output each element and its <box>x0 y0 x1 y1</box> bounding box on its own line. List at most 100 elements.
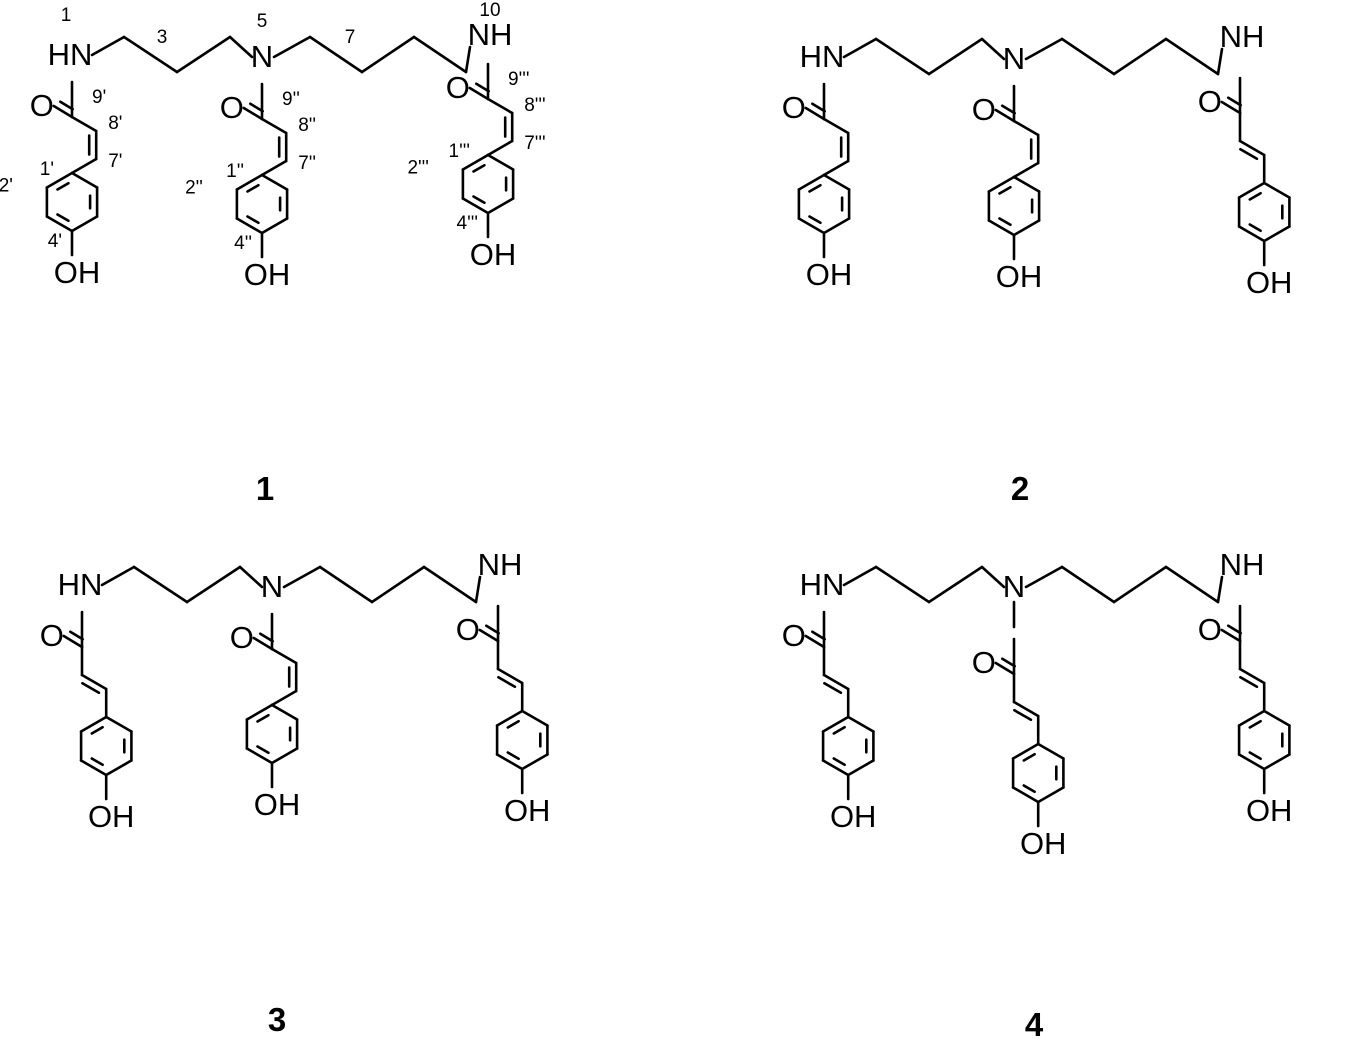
aromatic-inner-bond <box>832 757 846 767</box>
aromatic-ring-bond <box>270 703 299 721</box>
carbonyl-double-bond <box>249 102 265 113</box>
aromatic-ring-bond <box>797 173 826 191</box>
carbonyl-double-bond <box>474 82 491 93</box>
oxygen-label: O <box>1198 84 1222 119</box>
trans-olefin-double-bond <box>1239 675 1259 689</box>
carbonyl-double-bond <box>804 634 826 649</box>
single-bond <box>486 97 514 115</box>
aromatic-inner-bond <box>1022 784 1036 794</box>
oxygen-label: O <box>782 618 806 653</box>
position-number: 5 <box>257 11 268 32</box>
aromatic-inner-bond <box>90 725 104 735</box>
hydroxyl-label: OH <box>504 793 551 828</box>
carbonyl-double-bond <box>478 628 500 643</box>
trans-olefin-double-bond <box>1238 139 1266 157</box>
single-bond <box>1012 161 1040 179</box>
aromatic-ring-bond <box>235 217 264 235</box>
carbonyl-double-bond <box>1000 657 1017 668</box>
position-number: 3 <box>157 27 168 48</box>
aromatic-ring-bond <box>495 753 524 771</box>
carbonyl-double-bond <box>810 102 827 113</box>
propyl-chain-bond <box>874 37 931 76</box>
oxygen-label: O <box>972 92 996 127</box>
butyl-chain-bond <box>308 35 364 74</box>
hydroxyl-label: OH <box>244 257 291 292</box>
butyl-chain-bond <box>1060 37 1116 76</box>
butyl-chain-bond <box>1024 565 1064 589</box>
position-number: 7' <box>108 151 122 172</box>
butyl-chain-bond <box>1216 47 1224 76</box>
aromatic-inner-bond <box>998 217 1012 227</box>
propyl-chain-bond <box>927 565 984 604</box>
butyl-chain-bond <box>370 565 426 604</box>
aromatic-inner-bond <box>472 163 486 173</box>
butyl-chain-bond <box>1164 37 1220 76</box>
propyl-chain-bond <box>228 35 254 59</box>
amine-hn-label: HN <box>800 39 845 74</box>
carbonyl-double-bond <box>242 106 264 121</box>
position-number: 2''' <box>407 158 428 179</box>
carbonyl-double-bond <box>810 630 827 641</box>
aromatic-ring-bond <box>461 153 490 171</box>
amide-nh-label: NH <box>468 17 513 52</box>
hydroxyl-label: OH <box>1246 265 1293 300</box>
aromatic-inner-bond <box>90 757 104 767</box>
butyl-chain-bond <box>318 565 374 604</box>
trans-olefin-double-bond <box>1012 700 1040 718</box>
aromatic-ring-bond <box>1012 219 1041 237</box>
carbonyl-double-bond <box>1220 628 1242 643</box>
position-number: 9'' <box>282 89 300 110</box>
tertiary-amine-label: N <box>1003 569 1025 604</box>
compound-id: 1 <box>256 470 274 507</box>
carbonyl-double-bond <box>52 104 74 119</box>
propyl-chain-bond <box>842 37 878 59</box>
aromatic-inner-bond <box>256 713 270 723</box>
aromatic-ring-bond <box>486 153 515 171</box>
propyl-chain-bond <box>874 565 931 604</box>
single-bond <box>270 689 298 707</box>
trans-olefin-double-bond <box>823 681 843 695</box>
butyl-chain-bond <box>474 575 482 604</box>
aromatic-ring-bond <box>1262 225 1291 243</box>
position-number: 1'' <box>226 161 244 182</box>
hydroxyl-label: OH <box>830 799 877 834</box>
aromatic-ring-bond <box>822 217 851 235</box>
carbonyl-double-bond <box>69 630 84 641</box>
position-number: 1''' <box>449 141 470 162</box>
aromatic-ring-bond <box>520 753 549 771</box>
carbonyl-double-bond <box>804 106 826 121</box>
trans-olefin-double-bond <box>80 673 108 691</box>
butyl-chain-bond <box>1112 37 1168 76</box>
carbonyl-double-bond <box>258 632 275 643</box>
hydroxyl-label: OH <box>1020 826 1067 861</box>
trans-olefin-double-bond <box>497 675 517 689</box>
aromatic-ring-bond <box>70 215 99 233</box>
carbonyl-double-bond <box>1227 96 1242 107</box>
oxygen-label: O <box>446 70 470 105</box>
butyl-chain-bond <box>1024 37 1064 61</box>
carbonyl-double-bond <box>1000 104 1017 115</box>
amine-hn-label: HN <box>48 37 93 72</box>
propyl-chain-bond <box>132 565 189 604</box>
aromatic-ring-bond <box>1237 709 1266 727</box>
tertiary-amine-label: N <box>251 39 273 74</box>
compound-id: 2 <box>1011 470 1029 507</box>
aromatic-inner-bond <box>256 745 270 755</box>
single-bond <box>270 647 298 665</box>
aromatic-ring-bond <box>1011 742 1040 760</box>
aromatic-ring-bond <box>846 759 875 777</box>
amide-nh-label: NH <box>1220 547 1265 582</box>
aromatic-ring-bond <box>1036 786 1065 804</box>
aromatic-ring-bond <box>1011 786 1040 804</box>
aromatic-ring-bond <box>846 715 875 733</box>
aromatic-ring-bond <box>495 709 524 727</box>
butyl-chain-bond <box>422 565 478 604</box>
aromatic-ring-bond <box>270 747 299 765</box>
propyl-chain-bond <box>980 565 1006 589</box>
position-number: 7''' <box>524 133 545 154</box>
carbonyl-double-bond <box>1227 624 1242 635</box>
aromatic-ring-bond <box>822 173 851 191</box>
aromatic-inner-bond <box>1022 752 1036 762</box>
